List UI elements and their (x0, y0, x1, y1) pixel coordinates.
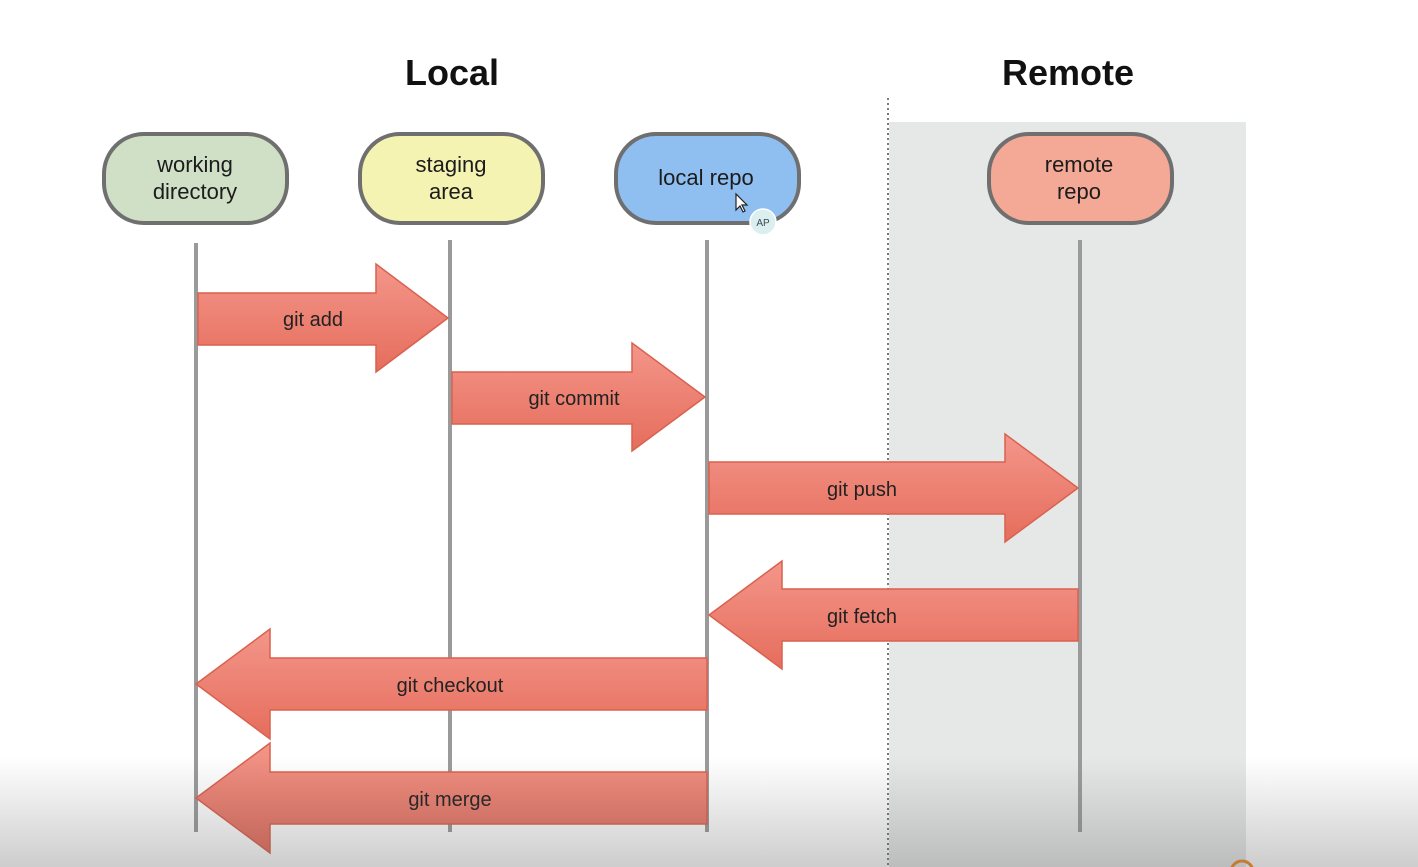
git-checkout-arrow: git checkout (194, 627, 708, 741)
git-fetch-arrow-shape (707, 559, 1079, 671)
recording-indicator-icon (1230, 859, 1254, 867)
local-section-title: Local (405, 52, 499, 93)
git-merge-label: git merge (408, 789, 491, 811)
git-push-arrow-shape (708, 432, 1080, 544)
remote-repo-label: remote (1045, 152, 1113, 177)
staging-area-label: area (429, 179, 474, 204)
git-fetch-label: git fetch (827, 606, 897, 628)
presenter-avatar: AP (749, 208, 777, 236)
git-fetch-arrow: git fetch (707, 559, 1079, 671)
local-repo-shape (614, 132, 801, 225)
working-directory-node: working directory (102, 132, 289, 225)
git-checkout-arrow-shape (194, 627, 708, 741)
git-commit-arrow: git commit (451, 341, 707, 453)
git-commit-label: git commit (528, 388, 620, 410)
local-repo-node: local repo (614, 132, 801, 225)
git-checkout-label: git checkout (397, 675, 504, 697)
staging-area-label: staging (416, 152, 487, 177)
remote-section-title: Remote (1002, 52, 1134, 93)
working-directory-label: working (156, 152, 233, 177)
git-add-arrow: git add (197, 262, 450, 374)
avatar-initials: AP (756, 218, 770, 229)
git-push-label: git push (827, 479, 897, 501)
git-add-label: git add (283, 309, 343, 331)
remote-repo-node: remote repo (987, 132, 1174, 225)
git-commit-arrow-shape (451, 341, 707, 453)
working-directory-shape (102, 132, 289, 225)
local-repo-label: local repo (658, 165, 753, 190)
remote-repo-shape (987, 132, 1174, 225)
git-add-arrow-shape (197, 262, 450, 374)
mouse-cursor-icon (735, 192, 749, 213)
staging-area-node: staging area (358, 132, 545, 225)
git-merge-arrow: git merge (194, 741, 708, 855)
git-push-arrow: git push (708, 432, 1080, 544)
git-merge-arrow-shape (194, 741, 708, 855)
remote-repo-label: repo (1057, 179, 1101, 204)
avatar-circle (749, 208, 777, 236)
staging-area-shape (358, 132, 545, 225)
working-directory-label: directory (153, 179, 237, 204)
